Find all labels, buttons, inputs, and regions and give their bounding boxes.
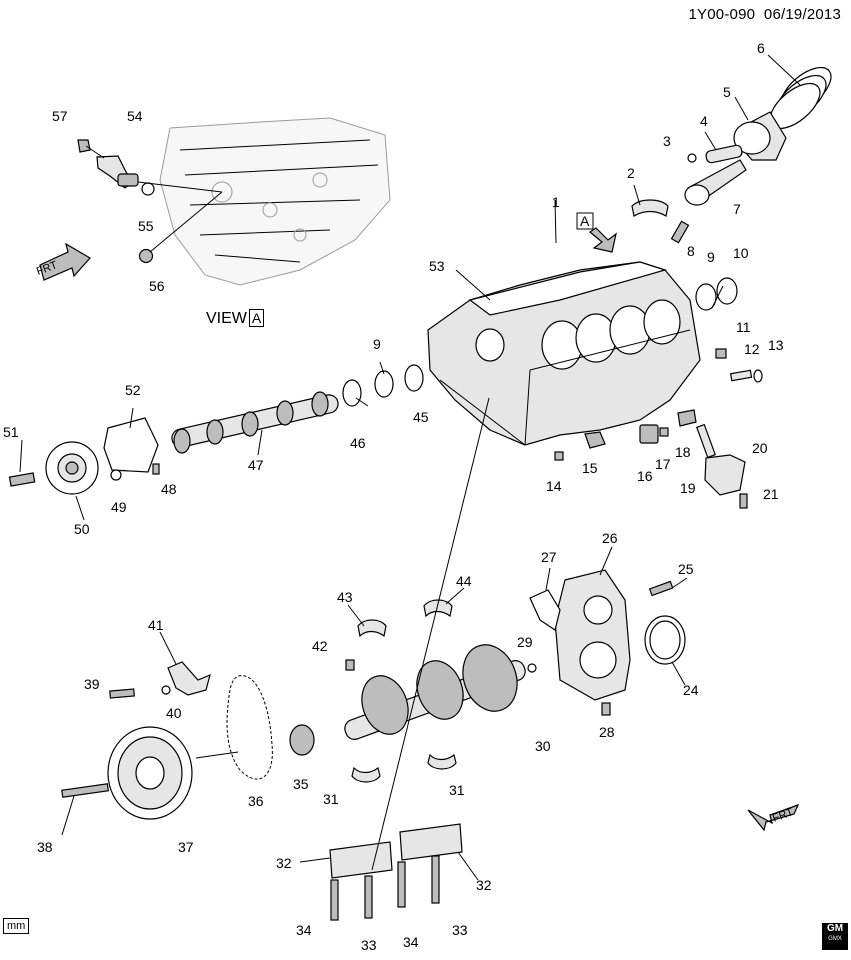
callout-3: 3 bbox=[663, 133, 671, 149]
callout-13: 13 bbox=[768, 337, 784, 353]
callout-1: 1 bbox=[552, 194, 560, 210]
view-label-box: A bbox=[248, 309, 265, 327]
callout-26: 26 bbox=[602, 530, 618, 546]
callout-41: 41 bbox=[148, 617, 164, 633]
callout-45: 45 bbox=[413, 409, 429, 425]
plug-bolt-seal-set bbox=[715, 348, 763, 383]
callout-12: 12 bbox=[744, 341, 760, 357]
callout-48: 48 bbox=[161, 481, 177, 497]
callout-52: 52 bbox=[125, 382, 141, 398]
callout-49: 49 bbox=[111, 499, 127, 515]
callout-11: 11 bbox=[736, 319, 751, 335]
callout-54: 54 bbox=[127, 108, 143, 124]
callout-51: 51 bbox=[3, 424, 19, 440]
callout-57: 57 bbox=[52, 108, 68, 124]
callout-34-left: 34 bbox=[296, 922, 312, 938]
crankshaft bbox=[344, 644, 537, 740]
callout-14: 14 bbox=[546, 478, 562, 494]
view-label-text: VIEW bbox=[206, 310, 247, 327]
callout-labels: 1 2 3 4 5 6 7 8 9 9 10 11 12 13 14 15 16… bbox=[3, 40, 784, 953]
callout-50: 50 bbox=[74, 521, 90, 537]
callout-25: 25 bbox=[678, 561, 694, 577]
callout-17: 17 bbox=[655, 456, 671, 472]
callout-10: 10 bbox=[733, 245, 749, 261]
callout-33-right: 33 bbox=[452, 922, 468, 938]
callout-31-left: 31 bbox=[323, 791, 339, 807]
diagram-reference-id: 1Y00-090 bbox=[688, 6, 756, 23]
rear-cover-parts bbox=[529, 569, 686, 716]
callout-55: 55 bbox=[138, 218, 154, 234]
callout-44: 44 bbox=[456, 573, 472, 589]
frt-label-2: FRT bbox=[771, 806, 795, 825]
view-a-marker: A bbox=[576, 212, 617, 253]
callout-9-right: 9 bbox=[707, 249, 715, 265]
callout-16: 16 bbox=[637, 468, 653, 484]
callout-32-left: 32 bbox=[276, 855, 292, 871]
camshaft bbox=[171, 391, 339, 454]
gm-logo-sub: GMX bbox=[828, 936, 842, 942]
callout-56: 56 bbox=[149, 278, 165, 294]
diagram-header: 1Y00-090 06/19/2013 bbox=[689, 6, 841, 23]
leader-lines bbox=[19, 54, 801, 881]
crank-bearings-upper-right bbox=[695, 277, 738, 311]
view-a-inset bbox=[77, 117, 391, 286]
callout-6: 6 bbox=[757, 40, 765, 56]
callout-8: 8 bbox=[687, 243, 695, 259]
callout-38: 38 bbox=[37, 839, 53, 855]
callout-29: 29 bbox=[517, 634, 533, 650]
callout-36: 36 bbox=[248, 793, 264, 809]
callout-4: 4 bbox=[700, 113, 708, 129]
gm-logo-main: GM bbox=[826, 923, 844, 934]
sensor-54 bbox=[117, 173, 139, 187]
callout-9-left: 9 bbox=[373, 336, 381, 352]
gm-logo: GM GMX bbox=[822, 923, 848, 950]
callout-15: 15 bbox=[582, 460, 598, 476]
callout-28: 28 bbox=[599, 724, 615, 740]
unit-label: mm bbox=[3, 918, 30, 934]
side-sensors bbox=[639, 409, 748, 509]
callout-20: 20 bbox=[752, 440, 768, 456]
piston-assembly bbox=[631, 66, 832, 244]
callout-27: 27 bbox=[541, 549, 557, 565]
main-bearing-parts bbox=[329, 599, 463, 921]
balancer-parts bbox=[61, 726, 193, 820]
front-arrow-bottom-right: FRT bbox=[747, 803, 800, 832]
callout-46: 46 bbox=[350, 435, 366, 451]
cam-front-parts bbox=[8, 417, 160, 495]
callout-53: 53 bbox=[429, 258, 445, 274]
callout-43: 43 bbox=[337, 589, 353, 605]
callout-19: 19 bbox=[680, 480, 696, 496]
callout-32-right: 32 bbox=[476, 877, 492, 893]
callout-30: 30 bbox=[535, 738, 551, 754]
callout-7: 7 bbox=[733, 201, 741, 217]
engine-block bbox=[427, 261, 701, 461]
diagram-date: 06/19/2013 bbox=[763, 6, 841, 23]
callout-33-left: 33 bbox=[361, 937, 377, 953]
callout-42: 42 bbox=[312, 638, 328, 654]
callout-34-right: 34 bbox=[403, 934, 419, 950]
callout-2: 2 bbox=[627, 165, 635, 181]
callout-24: 24 bbox=[683, 682, 699, 698]
callout-35: 35 bbox=[293, 776, 309, 792]
callout-18: 18 bbox=[675, 444, 691, 460]
front-arrow-top-left: FRT bbox=[35, 242, 91, 281]
callout-40: 40 bbox=[166, 705, 182, 721]
view-a-marker-letter: A bbox=[580, 213, 590, 229]
callout-37: 37 bbox=[178, 839, 194, 855]
plug-56 bbox=[138, 248, 154, 264]
cam-bearings bbox=[342, 364, 424, 407]
callout-21: 21 bbox=[763, 486, 779, 502]
timing-drive-parts bbox=[109, 661, 315, 780]
callout-5: 5 bbox=[723, 84, 731, 100]
callout-39: 39 bbox=[84, 676, 100, 692]
callout-31-right: 31 bbox=[449, 782, 465, 798]
callout-47: 47 bbox=[248, 457, 264, 473]
